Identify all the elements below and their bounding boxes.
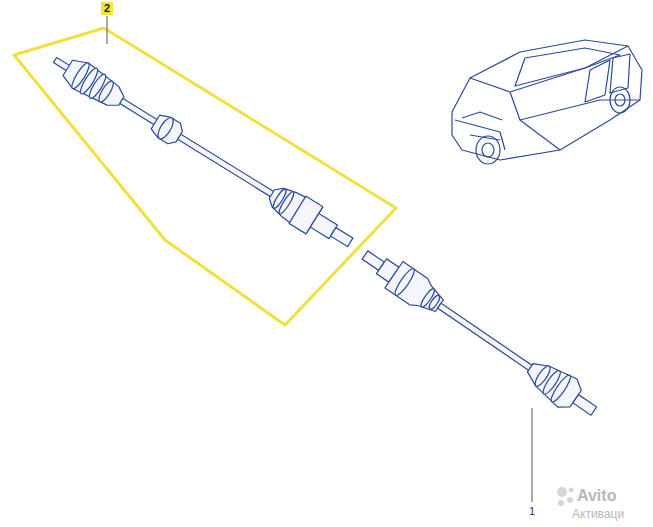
leader-line	[532, 408, 533, 502]
watermark: Активаци	[572, 508, 624, 520]
watermark-logo	[557, 487, 574, 506]
selection-outline	[14, 28, 396, 325]
drive-shaft	[355, 241, 603, 425]
callout-number: 1	[529, 506, 535, 517]
drive-shaft	[47, 46, 359, 256]
watermark: Avito	[577, 488, 616, 504]
callout-number: 2	[101, 2, 113, 15]
car-sketch	[452, 40, 642, 164]
leader-line	[107, 16, 108, 44]
